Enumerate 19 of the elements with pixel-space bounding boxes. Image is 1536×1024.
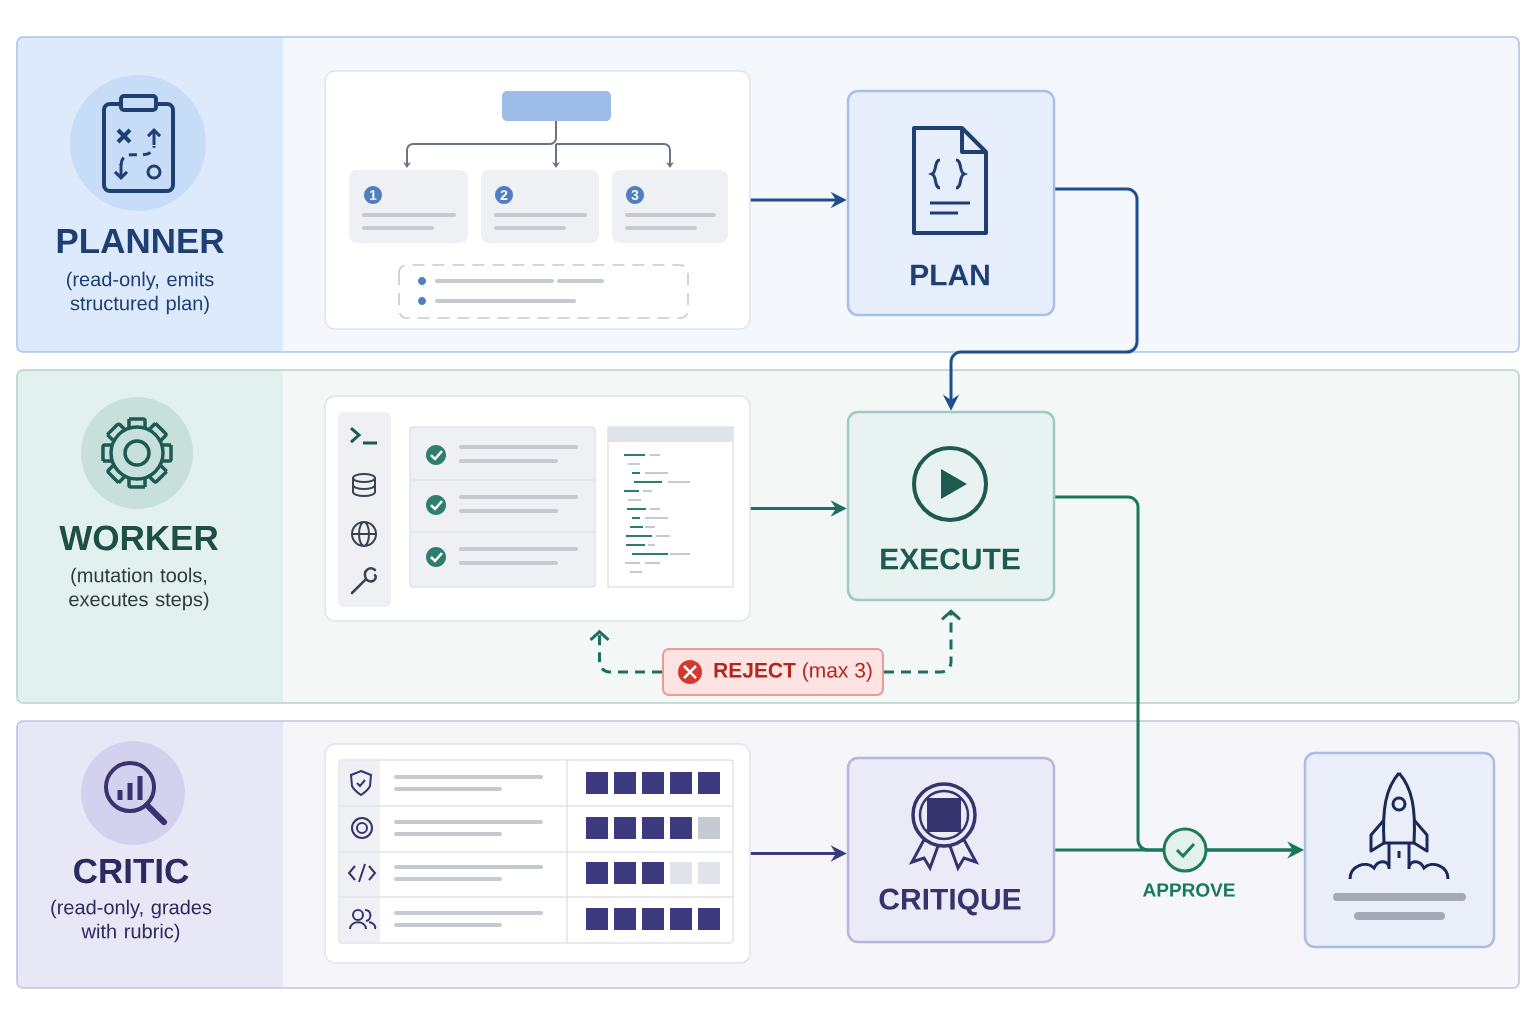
step-box: PLAN xyxy=(846,89,1056,317)
lane-description: (read-only, emits structured plan) xyxy=(67,271,214,315)
step-box: CRITIQUE xyxy=(846,756,1056,944)
lane-description: (mutation tools, executes steps) xyxy=(69,567,209,611)
step-box: EXECUTE xyxy=(846,410,1056,602)
step-number: 3 xyxy=(626,186,644,204)
rubric-table-drawing xyxy=(324,743,751,964)
lane-title: CRITIC xyxy=(74,858,189,884)
edge-label: APPROVE xyxy=(1140,881,1238,899)
step-number: 1 xyxy=(364,186,382,204)
plan-tree-drawing xyxy=(324,70,751,330)
reject-badge: REJECT (max 3) xyxy=(662,648,884,696)
step-number: 2 xyxy=(495,186,513,204)
lane-description: (read-only, grades with rubric) xyxy=(51,899,212,943)
arrow xyxy=(589,629,662,674)
checklist-drawing xyxy=(324,395,751,622)
lane-title: PLANNER xyxy=(57,228,224,254)
lane-title: WORKER xyxy=(59,525,218,551)
arrow xyxy=(884,609,961,674)
